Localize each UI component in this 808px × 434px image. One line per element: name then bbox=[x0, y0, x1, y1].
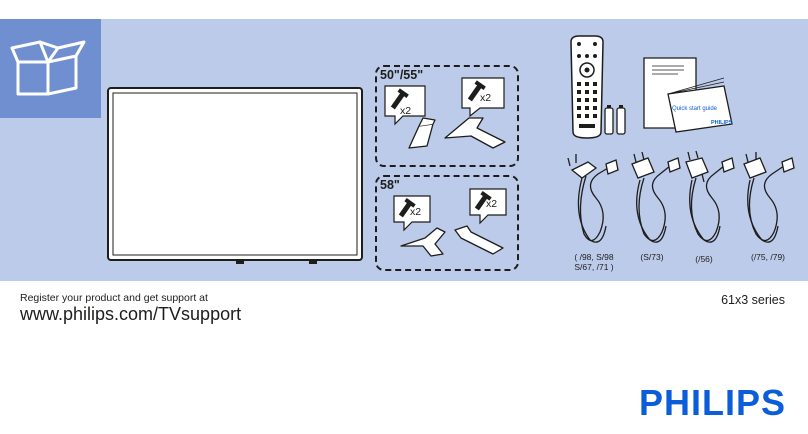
tv-icon bbox=[107, 87, 363, 264]
guide-brand: PHILIPS bbox=[711, 120, 733, 126]
remote-icon bbox=[570, 35, 604, 139]
register-text: Register your product and get support at bbox=[20, 292, 208, 304]
power-cord-icon bbox=[743, 152, 795, 243]
philips-logo: PHILIPS bbox=[638, 382, 786, 423]
booklet-icon bbox=[643, 57, 733, 133]
plug-caption-3: (/56) bbox=[695, 254, 713, 264]
series-label: 61x3 series bbox=[721, 293, 785, 307]
power-cord-icon bbox=[685, 150, 735, 243]
screw-icon bbox=[393, 195, 431, 232]
stand-kit-58 bbox=[375, 175, 519, 271]
size-label-50-55: 50"/55" bbox=[380, 68, 424, 82]
screw-icon bbox=[469, 188, 507, 225]
screw-icon bbox=[461, 77, 505, 118]
size-label-58: 58" bbox=[380, 178, 400, 192]
power-cord-icon bbox=[631, 151, 681, 243]
stand-icon bbox=[400, 225, 504, 257]
screw-icon bbox=[384, 85, 426, 126]
plug-caption-1: ( /98, S/98 S/67, /71 ) bbox=[574, 252, 614, 272]
screw-qty: x2 bbox=[400, 105, 412, 117]
power-cord-icon bbox=[567, 154, 619, 243]
screw-qty: x2 bbox=[486, 198, 498, 210]
guide-title: Quick start guide bbox=[672, 106, 718, 112]
plug-caption-2: (S/73) bbox=[640, 252, 664, 262]
support-url[interactable]: www.philips.com/TVsupport bbox=[20, 304, 242, 324]
stand-kit-50-55 bbox=[375, 65, 519, 167]
screw-qty: x2 bbox=[410, 206, 422, 218]
battery-icon bbox=[604, 105, 626, 135]
stand-icon bbox=[408, 117, 506, 149]
screw-qty: x2 bbox=[480, 92, 492, 104]
box-icon bbox=[10, 40, 86, 96]
plug-caption-4: (/75, /79) bbox=[750, 252, 786, 262]
